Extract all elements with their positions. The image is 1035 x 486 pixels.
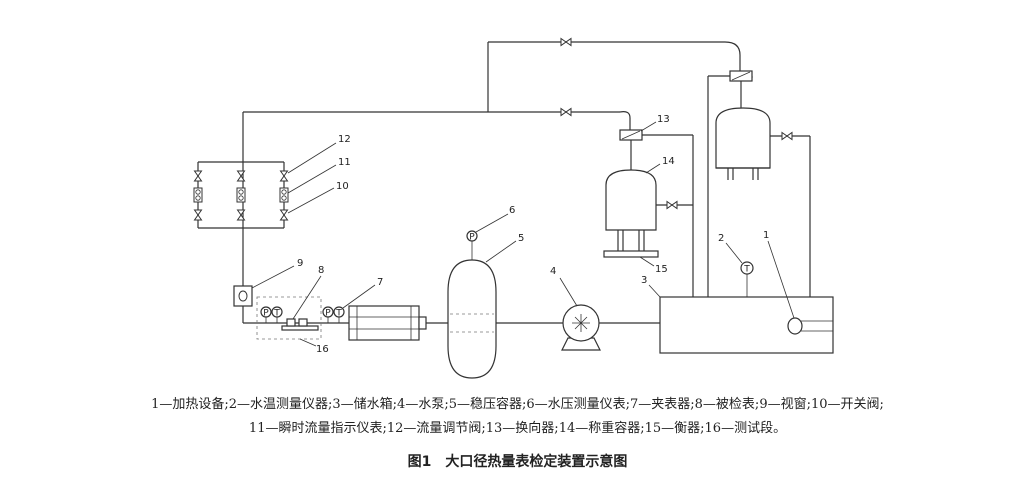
label-4: 4 — [550, 266, 556, 277]
temperature-gauge-tank: T — [740, 261, 754, 297]
diverter-lower — [619, 129, 643, 170]
svg-text:P: P — [263, 309, 269, 319]
svg-text:T: T — [743, 265, 750, 275]
legend-line-2: 11—瞬时流量指示仪表;12—流量调节阀;13—换向器;14—称重容器;15—衡… — [248, 421, 787, 436]
label-9: 9 — [297, 258, 303, 269]
figure-caption: 图1 大口径热量表检定装置示意图 — [407, 454, 628, 470]
temperature-gauge-test: T — [271, 306, 283, 323]
label-11: 11 — [338, 157, 351, 168]
label-14: 14 — [662, 156, 675, 167]
return-valve-lower — [560, 108, 572, 116]
weighing-vessel-lower — [605, 169, 693, 251]
label-15: 15 — [655, 264, 668, 275]
svg-text:T: T — [273, 309, 280, 319]
svg-text:P: P — [325, 309, 331, 319]
label-3: 3 — [641, 275, 647, 286]
label-6: 6 — [509, 205, 515, 216]
sight-window — [233, 285, 253, 307]
meter-under-test — [281, 318, 319, 331]
return-valve-upper — [560, 38, 572, 46]
legend-line-1: 1—加热设备;2—水温测量仪器;3—储水箱;4—水泵;5—稳压容器;6—水压测量… — [151, 397, 884, 412]
meter-clamp — [348, 305, 427, 341]
pressure-vessel — [447, 259, 497, 379]
test-section — [256, 296, 322, 340]
pressure-gauge-vessel: P — [466, 230, 478, 260]
svg-text:T: T — [335, 309, 342, 319]
weighing-vessel-upper — [715, 107, 811, 297]
diverter-upper — [729, 70, 753, 108]
diverter-returns — [642, 75, 753, 297]
svg-text:P: P — [469, 233, 475, 243]
branch-left — [193, 170, 203, 221]
pressure-gauge-test: P — [260, 306, 272, 323]
legend: 1—加热设备;2—水温测量仪器;3—储水箱;4—水泵;5—稳压容器;6—水压测量… — [0, 393, 1035, 441]
label-2: 2 — [718, 233, 724, 244]
water-pump — [561, 304, 601, 351]
heating-device — [787, 317, 833, 335]
label-5: 5 — [518, 233, 524, 244]
apparatus-diagram: 12 11 10 9 16 P T 8 P T — [193, 38, 834, 379]
label-13: 13 — [657, 114, 670, 125]
branch-middle — [236, 170, 246, 221]
drain-valve-lower — [666, 201, 678, 209]
drain-valve-upper — [781, 132, 793, 140]
temperature-gauge-clamp: T — [333, 306, 345, 323]
label-12: 12 — [338, 134, 351, 145]
pressure-gauge-clamp: P — [322, 306, 334, 323]
scale — [603, 250, 659, 258]
label-1: 1 — [763, 230, 769, 241]
storage-tank — [659, 296, 834, 354]
label-16: 16 — [316, 344, 329, 355]
label-10: 10 — [336, 181, 349, 192]
label-8: 8 — [318, 265, 324, 276]
label-7: 7 — [377, 277, 383, 288]
branch-right — [279, 170, 289, 221]
